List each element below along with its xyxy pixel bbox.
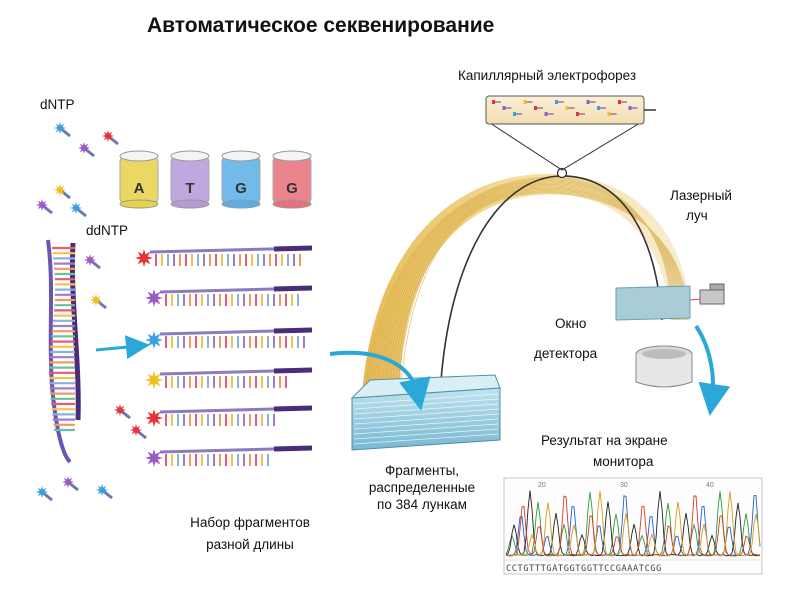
- trace-4: [505, 491, 761, 557]
- process-arrows: [95, 324, 731, 416]
- trace-3: [505, 495, 761, 557]
- tube-letter-1: T: [185, 180, 194, 197]
- nucleotide-12: [62, 476, 79, 492]
- nucleotide-8: [114, 404, 131, 420]
- fragments-label-line2: распределенные: [368, 480, 476, 495]
- nucleotide-9: [130, 424, 147, 440]
- set-label-line2: разной длины: [206, 537, 294, 552]
- position-mark-20: 20: [538, 482, 546, 489]
- laser-label-line2: луч: [686, 208, 708, 223]
- tube-0: A: [119, 150, 159, 209]
- fragment-set: [135, 245, 313, 467]
- sequence-readout: CCTGTTTGATGGTGGTTCCGAAATCGG: [506, 564, 662, 574]
- nucleotide-1: [78, 142, 95, 158]
- tube-1: T: [170, 150, 210, 209]
- fragment-3: [145, 367, 313, 389]
- nucleotide-10: [36, 486, 53, 502]
- nucleotide-4: [36, 199, 53, 215]
- free-nucleotides: [36, 122, 147, 502]
- capillary-point: [556, 167, 568, 179]
- page-title: Автоматическое секвенирование: [147, 14, 495, 37]
- result-label-line2: монитора: [593, 454, 654, 469]
- dntp-label: dNTP: [40, 97, 75, 112]
- fragments-label-line3: по 384 лункам: [377, 497, 467, 512]
- nucleotide-2: [102, 130, 119, 146]
- detector: [615, 283, 725, 388]
- nucleotide-6: [84, 254, 101, 270]
- tube-2: G: [221, 150, 261, 209]
- window-label-line2: детектора: [534, 346, 598, 361]
- well-plate: [350, 374, 501, 451]
- position-mark-40: 40: [706, 482, 714, 489]
- arrow-to-fragments: [95, 335, 150, 360]
- set-label-line1: Набор фрагментов: [190, 515, 310, 530]
- fragment-1: [145, 285, 313, 307]
- chromatogram: 20 30 40 CCTGTTTGATGGTGGTTCCGAAATCGG: [503, 477, 763, 575]
- capillary-zoom: [485, 95, 656, 171]
- fragment-4: [145, 405, 313, 427]
- fragments-label-line1: Фрагменты,: [384, 463, 460, 478]
- trace-2: [505, 490, 761, 557]
- laser-source: [699, 289, 725, 305]
- position-mark-30: 30: [620, 482, 628, 489]
- capillary-line: [439, 175, 663, 396]
- detector-window: [615, 285, 691, 321]
- fragment-0: [135, 245, 313, 267]
- nucleotide-7: [90, 294, 107, 310]
- laser-label-line1: Лазерный: [670, 188, 732, 203]
- tube-3: G: [272, 150, 312, 209]
- ddntp-label: ddNTP: [86, 223, 129, 238]
- tube-letter-2: G: [235, 180, 247, 197]
- tube-letter-3: G: [286, 180, 298, 197]
- result-label-line1: Результат на экране: [541, 433, 668, 448]
- nucleotide-5: [70, 202, 87, 218]
- fragment-2: [145, 327, 313, 349]
- tube-letter-0: A: [134, 180, 145, 197]
- arrow-to-monitor: [694, 324, 731, 416]
- fragment-5: [145, 445, 313, 467]
- template-dna: [46, 239, 81, 464]
- capillary-arc-bundle: [362, 167, 690, 396]
- window-label-line1: Окно: [555, 316, 587, 331]
- nucleotide-3: [54, 184, 71, 200]
- arrow-to-plate: [329, 350, 431, 411]
- capillary-label: Капиллярный электрофорез: [458, 68, 637, 83]
- nucleotide-11: [96, 484, 113, 500]
- nucleotide-0: [54, 122, 71, 138]
